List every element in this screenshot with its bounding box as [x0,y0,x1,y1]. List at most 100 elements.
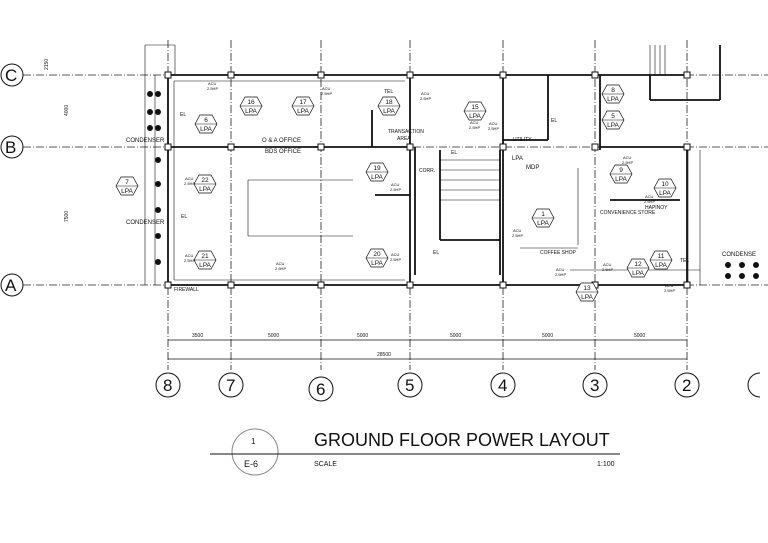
grid-bubble-8: 8 [155,372,181,398]
svg-text:LPA: LPA [371,260,383,267]
svg-text:LPA: LPA [199,186,211,193]
column-post [227,71,235,79]
svg-text:LPA: LPA [371,174,383,181]
room-label: EL [180,112,186,118]
room-label: FIREWALL [174,287,199,293]
column-post [591,71,599,79]
svg-text:B: B [5,138,16,157]
svg-text:2.5HP: 2.5HP [488,126,499,131]
detail-number: 1 [251,437,256,446]
dim-8-7: 3500 [192,333,203,339]
svg-text:ACU: ACU [208,81,217,86]
grid-bubble-6: 6 [308,376,334,402]
grid-bubble-c: C [0,63,24,87]
grid-bubble-2: 2 [674,372,700,398]
svg-text:LPA: LPA [581,294,593,301]
grid-bubble-a: A [0,273,24,297]
svg-text:ACU: ACU [276,261,285,266]
title-block: 1 E-6 GROUND FLOOR POWER LAYOUT SCALE 1:… [210,428,620,476]
room-label: EL [433,250,439,256]
svg-text:2.5HP: 2.5HP [664,288,675,293]
dim-total: 28500 [377,352,391,358]
dim-5-4: 5000 [450,333,461,339]
svg-text:7: 7 [125,179,129,186]
svg-text:ACU: ACU [645,194,654,199]
svg-text:LPA: LPA [469,113,481,120]
room-label: LPA [512,156,523,162]
svg-text:2.5HP: 2.5HP [390,257,401,262]
drawing-title: GROUND FLOOR POWER LAYOUT [314,430,610,450]
svg-text:4: 4 [498,376,507,395]
svg-text:ACU: ACU [391,182,400,187]
condenser-unit-icon [739,262,745,268]
room-label: CONVENIENCE STORE [600,210,656,216]
column-post [164,281,172,289]
svg-text:LPA: LPA [297,108,309,115]
svg-text:ACU: ACU [322,86,331,91]
room-label: CONDENSER [126,220,165,226]
svg-text:11: 11 [658,253,665,260]
room-label: UTILITY [513,137,532,143]
grid-bubble-3: 3 [582,372,608,398]
svg-text:12: 12 [634,261,642,268]
condenser-unit-icon [155,181,161,187]
room-label: BDS OFFICE [265,149,301,155]
svg-text:LPA: LPA [537,220,549,227]
svg-text:17: 17 [299,99,307,106]
svg-text:2.5HP: 2.5HP [420,96,431,101]
svg-text:2.5HP: 2.5HP [469,125,480,130]
room-label: TEL [680,258,689,264]
svg-text:8: 8 [611,87,615,94]
svg-text:LPA: LPA [121,188,133,195]
condenser-unit-icon [155,157,161,163]
svg-text:2.5HP: 2.5HP [184,258,195,263]
svg-text:ACU: ACU [470,120,479,125]
svg-text:2.5HP: 2.5HP [555,272,566,277]
room-label: TEL [384,89,393,95]
svg-text:ACU: ACU [513,228,522,233]
dim-row-1: 2150 [44,59,50,70]
room-label: EL [551,118,557,124]
svg-text:2.5HP: 2.5HP [622,160,633,165]
grid-bubble-7: 7 [218,372,244,398]
room-label: O & A OFFICE [262,138,301,144]
svg-text:3: 3 [590,376,599,395]
svg-text:2.5HP: 2.5HP [275,266,286,271]
svg-text:LPA: LPA [383,108,395,115]
svg-text:LPA: LPA [199,262,211,269]
column-post [164,71,172,79]
column-post [406,281,414,289]
svg-text:LPA: LPA [615,176,627,183]
svg-text:20: 20 [373,251,381,258]
column-post [499,143,507,151]
column-post [499,71,507,79]
svg-text:ACU: ACU [603,262,612,267]
dim-row-3: 7500 [64,211,70,222]
svg-text:2.5HP: 2.5HP [184,181,195,186]
sheet-number: E-6 [244,459,258,469]
svg-text:ACU: ACU [185,176,194,181]
condenser-unit-icon [155,233,161,239]
svg-text:10: 10 [661,181,669,188]
